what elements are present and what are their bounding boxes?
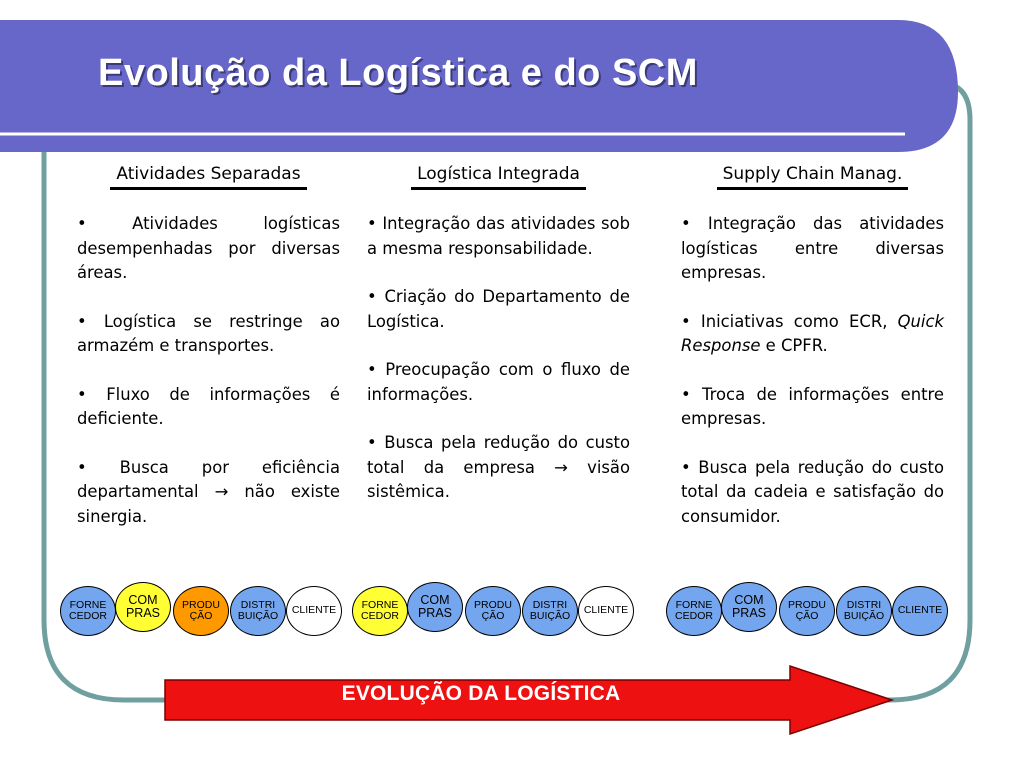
- chain-circle-distri-buição: DISTRI BUIÇÃO: [522, 586, 578, 636]
- column-heading: Atividades Separadas: [110, 164, 307, 190]
- column-supply-chain: Supply Chain Manag. • Integração das ati…: [681, 164, 944, 529]
- column-atividades-separadas: Atividades Separadas • Atividades logíst…: [77, 164, 340, 529]
- chain-circle-label: DISTRI BUIÇÃO: [237, 598, 279, 622]
- chain-circle-label: COM PRAS: [731, 592, 767, 620]
- bullet-item: • Busca pela redução do custo total da c…: [681, 457, 944, 526]
- header-band: [0, 0, 958, 152]
- bullet-list: • Atividades logísticas desempenhadas po…: [77, 212, 340, 529]
- frame-border: [41, 81, 973, 703]
- process-chain: FORNE CEDOR COM PRAS PRODU ÇÃO DISTRI BUIÇÃ…: [666, 582, 948, 636]
- chain-circle-com-pras: COM PRAS: [721, 582, 777, 632]
- chain-circle-com-pras: COM PRAS: [115, 582, 171, 632]
- chain-circle-com-pras: COM PRAS: [407, 582, 463, 632]
- slide-title: Evolução da Logística e do SCM: [98, 52, 698, 94]
- bullet-part: e CPFR.: [760, 336, 828, 355]
- chain-circle-produ-ção: PRODU ÇÃO: [465, 586, 521, 636]
- bullet-part: • Iniciativas como ECR,: [681, 311, 898, 331]
- column-heading: Logística Integrada: [411, 164, 586, 190]
- arrow-label: EVOLUÇÃO DA LOGÍSTICA: [341, 682, 621, 705]
- column-heading: Supply Chain Manag.: [716, 164, 909, 190]
- bullet-item: • Logística se restringe ao armazém e tr…: [77, 311, 340, 356]
- bullet-item: • Atividades logísticas desempenhadas po…: [77, 214, 340, 282]
- bullet-item: • Fluxo de informações é deficiente.: [77, 384, 340, 429]
- bullet-italic-part: Quick Response: [681, 311, 944, 356]
- chain-circle-label: CLIENTE: [291, 604, 337, 617]
- chain-circle-forne-cedor: FORNE CEDOR: [352, 586, 408, 636]
- bullet-item: • Criação do Departamento de Logística.: [367, 287, 630, 331]
- chain-circle-label: COM PRAS: [417, 592, 453, 620]
- chain-circle-cliente: CLIENTE: [578, 586, 634, 636]
- chain-circle-label: PRODU ÇÃO: [182, 598, 220, 622]
- chain-circle-forne-cedor: FORNE CEDOR: [666, 586, 722, 636]
- chain-circle-forne-cedor: FORNE CEDOR: [60, 586, 116, 636]
- chain-circle-label: CLIENTE: [583, 604, 629, 617]
- bullet-item: • Busca pela redução do custo total da e…: [367, 433, 630, 501]
- bullet-list: • Integração das atividades sob a mesma …: [367, 212, 630, 505]
- chain-circle-label: COM PRAS: [125, 592, 161, 620]
- chain-circle-label: PRODU ÇÃO: [474, 598, 512, 622]
- chain-circle-label: PRODU ÇÃO: [788, 598, 826, 622]
- chain-circle-produ-ção: PRODU ÇÃO: [173, 586, 229, 636]
- bullet-item: • Troca de informações entre empresas.: [681, 384, 944, 429]
- chain-circle-distri-buição: DISTRI BUIÇÃO: [230, 586, 286, 636]
- chain-circle-label: DISTRI BUIÇÃO: [843, 598, 885, 622]
- process-chain: FORNE CEDOR COM PRAS PRODU ÇÃO DISTRI BUIÇÃ…: [60, 582, 342, 636]
- chain-circle-distri-buição: DISTRI BUIÇÃO: [836, 586, 892, 636]
- chain-circle-label: DISTRI BUIÇÃO: [529, 598, 571, 622]
- bullet-item: • Preocupação com o fluxo de informações…: [367, 360, 630, 404]
- chain-circle-cliente: CLIENTE: [892, 586, 948, 636]
- chain-circle-label: CLIENTE: [897, 604, 943, 617]
- column-logistica-integrada: Logística Integrada • Integração das ati…: [367, 164, 630, 505]
- bullet-item: • Integração das atividades sob a mesma …: [367, 214, 630, 258]
- chain-circle-cliente: CLIENTE: [286, 586, 342, 636]
- chain-circle-label: FORNE CEDOR: [675, 598, 713, 622]
- process-chain: FORNE CEDOR COM PRAS PRODU ÇÃO DISTRI BUIÇÃ…: [352, 582, 634, 636]
- arrow-shape: [164, 664, 895, 736]
- bullet-item: • Busca por eficiência departamental → n…: [77, 457, 340, 526]
- evolution-arrow: [164, 664, 895, 736]
- chain-circle-label: FORNE CEDOR: [361, 598, 399, 622]
- bullet-list: • Integração das atividades logísticas e…: [681, 212, 944, 529]
- bullet-item: • Iniciativas como ECR, Quick Response e…: [681, 310, 944, 359]
- chain-circle-produ-ção: PRODU ÇÃO: [779, 586, 835, 636]
- bullet-item: • Integração das atividades logísticas e…: [681, 214, 944, 282]
- chain-circle-label: FORNE CEDOR: [69, 598, 107, 622]
